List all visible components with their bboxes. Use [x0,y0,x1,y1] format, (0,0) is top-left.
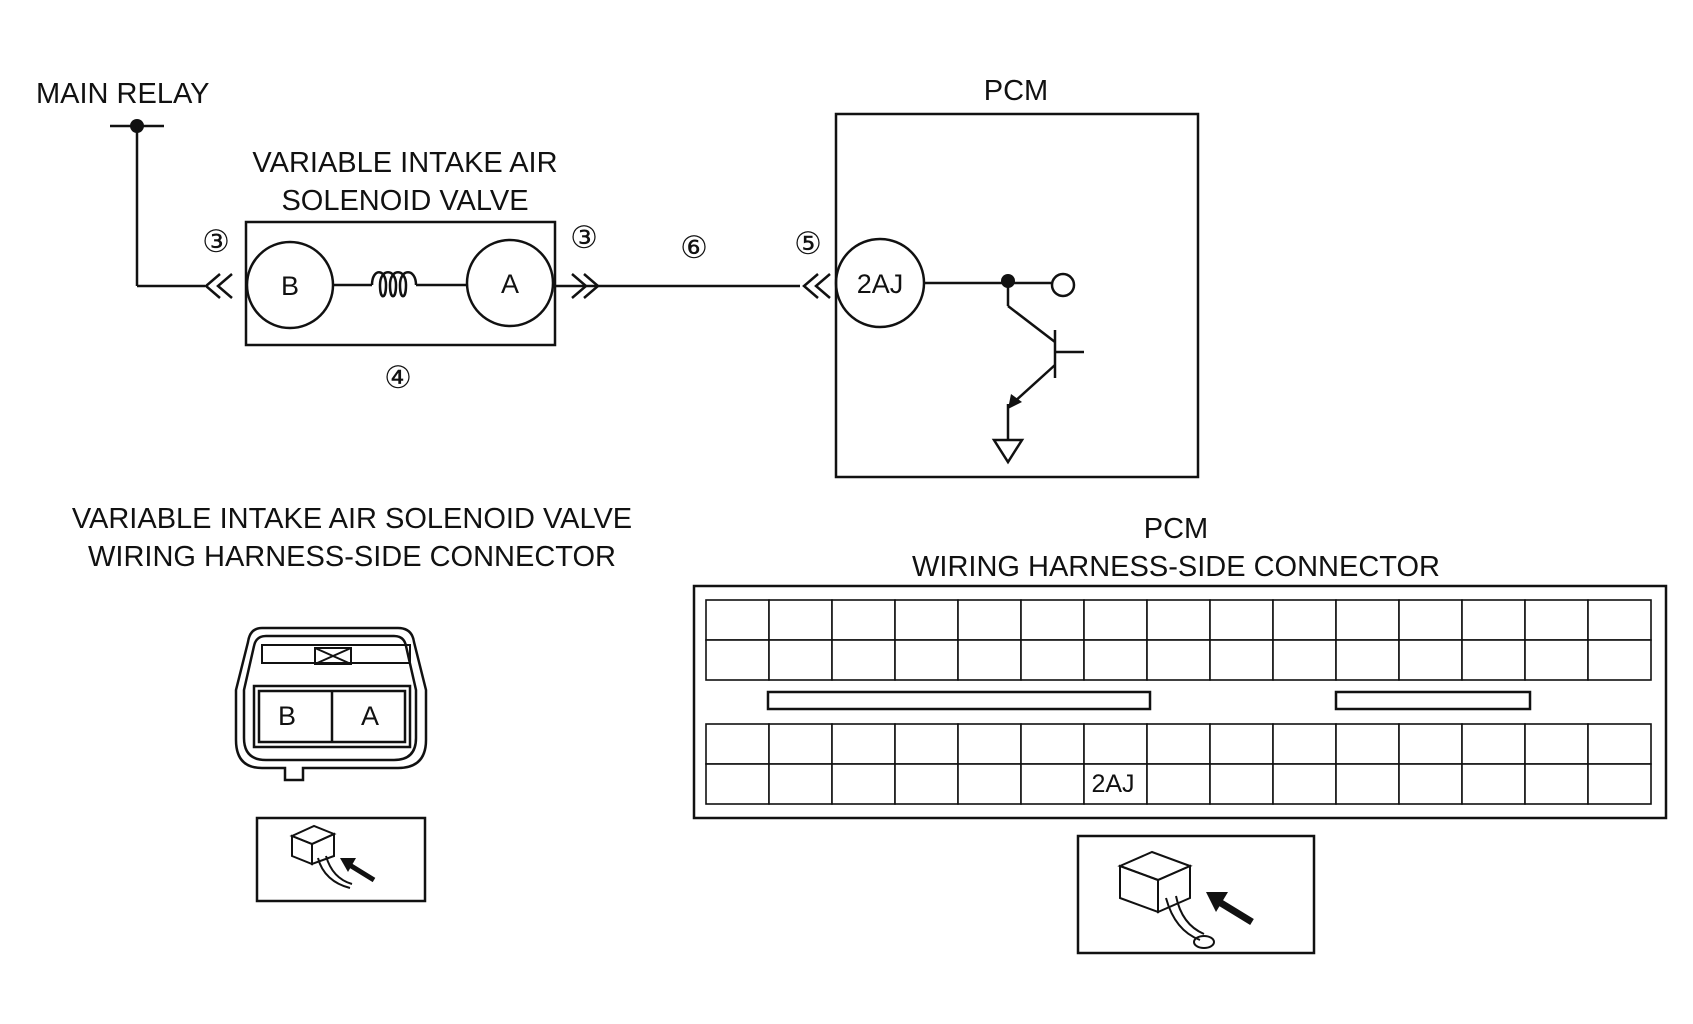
pcm-connector-cell [1083,639,1148,681]
callout-4: ④ [384,360,412,396]
pcm-connector-cell [1146,763,1211,805]
main-relay-label: MAIN RELAY [36,78,210,110]
pcm-connector-cell [894,639,959,681]
pcm-connector-cell [1083,763,1148,805]
pcm-connector-key-left [766,690,1152,711]
pcm-connector-cell [705,639,770,681]
main-relay-terminal [110,119,205,288]
pcm-connector-cell [1524,723,1589,765]
pcm-connector-pin-2aj: 2AJ [1091,770,1134,798]
pcm-connector-cell [1524,639,1589,681]
pcm-title: PCM [984,75,1048,107]
valve-title-line2: SOLENOID VALVE [281,185,528,217]
connector-pin-a: A [361,701,379,731]
pcm-connector-cell [957,723,1022,765]
pcm-terminal-2aj-label: 2AJ [857,269,904,299]
pcm-connector-cell [1335,723,1400,765]
pcm-connector-cell [1209,639,1274,681]
pcm-connector-cell [1587,723,1652,765]
terminal-a-circle [465,238,555,328]
pcm-connector-cell [1146,723,1211,765]
pcm-connector-cell [1209,599,1274,641]
pcm-connector-cell [1335,763,1400,805]
terminal-b-label: B [281,271,299,301]
pcm-connector-grid [705,599,1652,805]
pcm-connector-cell [1272,763,1337,805]
pcm-connector-cell [1146,639,1211,681]
callout-3-right: ③ [570,220,598,256]
pcm-connector-cell [768,639,833,681]
pcm-connector-cell [957,639,1022,681]
valve-connector-face [234,626,428,782]
terminal-a-label: A [501,269,519,299]
pcm-connector-cell [1524,763,1589,805]
pcm-connector-cell [768,763,833,805]
pcm-connector-cell [1083,599,1148,641]
valve-left-connector-symbol [204,273,233,299]
callout-6: ⑥ [680,230,708,266]
pcm-connector-cell [957,763,1022,805]
pcm-connector-cell [1335,599,1400,641]
pcm-connector-cell [1020,599,1085,641]
callout-3-left: ③ [202,224,230,260]
valve-connector-title-line2: WIRING HARNESS-SIDE CONNECTOR [88,541,616,573]
pcm-connector-key-right [1334,690,1532,711]
pcm-connector-cell [1209,763,1274,805]
pcm-connector-title-line2: WIRING HARNESS-SIDE CONNECTOR [912,551,1440,583]
pcm-connector-cell [831,639,896,681]
pcm-connector-cell [831,763,896,805]
pcm-connector-cell [1461,639,1526,681]
pcm-connector-cell [1398,599,1463,641]
pcm-connector-cell [1524,599,1589,641]
pcm-connector-cell [894,763,959,805]
pcm-connector-symbol [802,273,831,299]
pcm-connector-title-line1: PCM [1144,513,1208,545]
pcm-connector-cell [705,723,770,765]
pcm-connector-cell [1398,763,1463,805]
pcm-transistor-circuit [924,272,1084,465]
pcm-connector-cell [705,763,770,805]
pcm-connector-cell [1587,639,1652,681]
pcm-connector-frame [692,584,1668,820]
pcm-connector-cell [831,723,896,765]
pcm-connector-cell [1398,723,1463,765]
pcm-connector-cell [1209,723,1274,765]
pcm-connector-cell [1272,599,1337,641]
pcm-connector-cell [1146,599,1211,641]
pcm-connector-cell [1461,599,1526,641]
pcm-connector-cell [1587,763,1652,805]
pcm-connector-cell [1083,723,1148,765]
pcm-connector-cell [1272,639,1337,681]
callout-5: ⑤ [794,226,822,262]
pcm-connector-cell [957,599,1022,641]
pcm-connector-cell [705,599,770,641]
solenoid-coil-symbol [370,271,418,298]
pcm-box [834,112,1200,479]
pcm-connector-cell [1020,763,1085,805]
pcm-connector-cell [894,723,959,765]
pcm-connector-cell [831,599,896,641]
pcm-connector-cell [1335,639,1400,681]
pcm-connector-cell [1461,763,1526,805]
view-direction-icon [255,816,427,903]
pcm-connector-cell [1020,639,1085,681]
pcm-connector-cell [768,723,833,765]
pcm-connector-cell [1398,639,1463,681]
pcm-connector-cell [1272,723,1337,765]
pcm-connector-cell [894,599,959,641]
pcm-connector-cell [1020,723,1085,765]
valve-title-line1: VARIABLE INTAKE AIR [252,147,557,179]
pcm-connector-cell [768,599,833,641]
valve-connector-title-line1: VARIABLE INTAKE AIR SOLENOID VALVE [72,503,632,535]
connector-pin-b: B [278,701,296,731]
pcm-view-direction-icon [1076,834,1316,955]
pcm-connector-cell [1587,599,1652,641]
pcm-connector-cell [1461,723,1526,765]
